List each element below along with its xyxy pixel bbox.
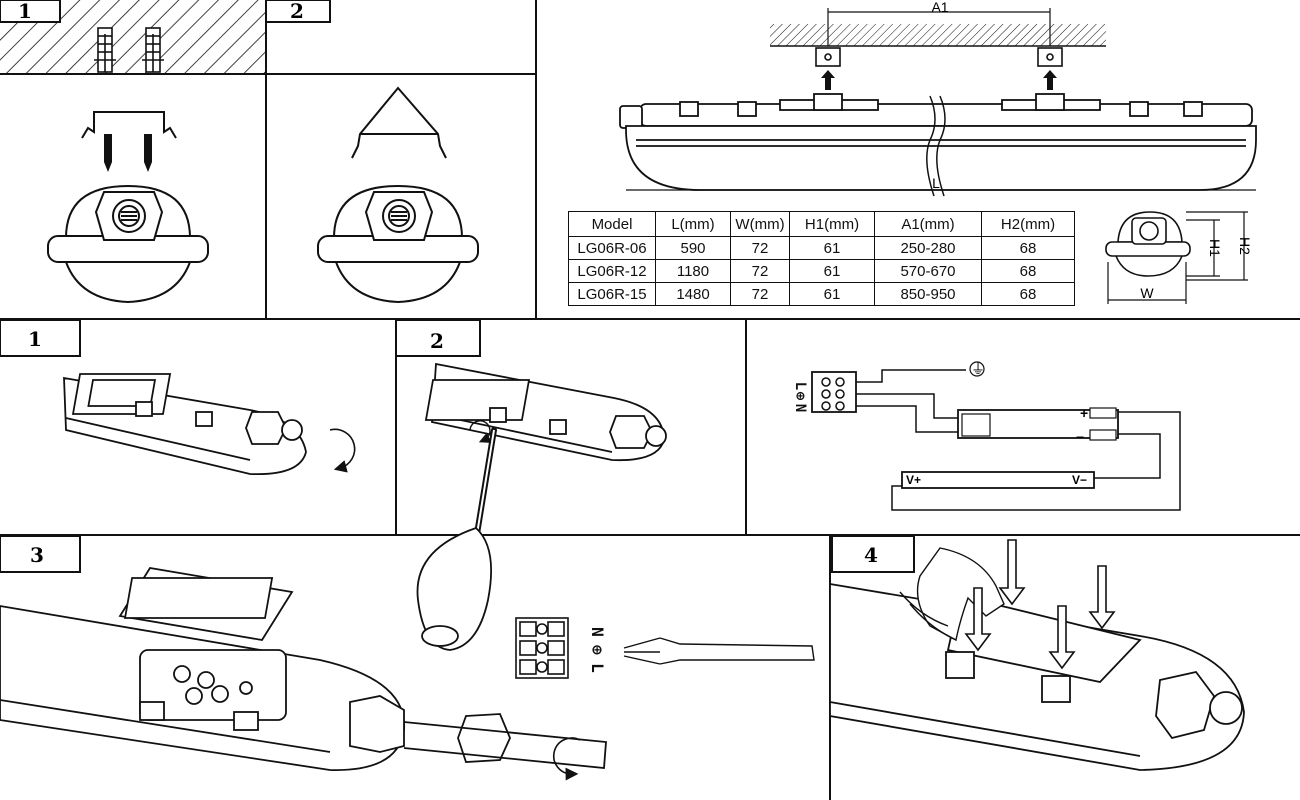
table-header: H1(mm) (789, 211, 875, 237)
panel-wire-step-3: 3 N ⊕ L (0, 535, 815, 781)
table-cell: 1180 (655, 259, 731, 283)
screw-icon (104, 134, 152, 172)
rotate-arrow-icon (329, 428, 356, 473)
terminal-label-l: L (792, 382, 808, 390)
table-cell: LG06R-06 (568, 236, 656, 260)
arrow-up-icon (821, 70, 1057, 90)
table-header: W(mm) (730, 211, 790, 237)
table-cell: 61 (789, 236, 875, 260)
step-number: 1 (18, 0, 32, 23)
ceiling (770, 24, 1106, 46)
dimension-w-label: W (1140, 285, 1154, 301)
mounting-clip (351, 86, 447, 159)
terminal-label-earth: ⊕ (588, 645, 607, 655)
table-cell: 250-280 (874, 236, 982, 260)
table-cell: LG06R-15 (568, 282, 656, 306)
dimension-drawing: A1 L (619, 0, 1257, 304)
table-cell: 72 (730, 236, 790, 260)
panel-open-step-1: 1 (0, 319, 356, 476)
wall-anchor-icon (94, 27, 116, 73)
fixture-side-view (619, 93, 1257, 191)
panel-mount-step-2: 2 (265, 0, 479, 304)
dimension-h1-label: H1 (1207, 239, 1223, 257)
fixture-end-view (1105, 211, 1191, 277)
table-row: LG06R-15 1480 72 61 850-950 68 (568, 282, 1075, 306)
dimension-table: Model L(mm) W(mm) H1(mm) A1(mm) H2(mm) L… (568, 211, 1075, 306)
fixture-open-perspective (0, 567, 511, 771)
table-header-row: Model L(mm) W(mm) H1(mm) A1(mm) H2(mm) (568, 211, 1075, 237)
terminal-label-l: L (588, 663, 607, 673)
rotate-arrow-icon (552, 737, 581, 781)
step-label-box (0, 319, 81, 357)
fixture-perspective (829, 582, 1245, 771)
lamp-end-view (47, 184, 209, 304)
panel-close-step-4: 4 (829, 535, 1245, 771)
panel-wiring-diagram: L ⊕ N ⏚ + − V+ V− (792, 361, 1181, 511)
led-board-v-plus-label: V+ (906, 473, 921, 487)
step-label-box (831, 535, 915, 573)
table-cell: 61 (789, 282, 875, 306)
terminal-block (811, 371, 857, 413)
table-cell: 68 (981, 236, 1075, 260)
table-cell: 72 (730, 282, 790, 306)
table-header: L(mm) (655, 211, 731, 237)
ceiling-clip-icon (815, 47, 1063, 67)
table-cell: LG06R-12 (568, 259, 656, 283)
step-label-box (395, 319, 481, 357)
panel-open-step-2: 2 (395, 319, 667, 651)
step-number: 2 (290, 0, 304, 23)
step-label-box (0, 535, 81, 573)
table-header: A1(mm) (874, 211, 982, 237)
rotate-arrow-icon (469, 420, 492, 443)
table-row: LG06R-06 590 72 61 250-280 68 (568, 236, 1075, 260)
arrow-down-icon (964, 539, 1116, 670)
table-header: Model (568, 211, 656, 237)
table-cell: 68 (981, 259, 1075, 283)
led-board (901, 471, 1095, 489)
lamp-end-view (317, 184, 479, 304)
dimension-a1-label: A1 (931, 0, 948, 15)
power-cable (623, 637, 815, 665)
step-number: 1 (28, 327, 42, 351)
led-board-v-minus-label: V− (1072, 473, 1087, 487)
terminal-label-n: N (588, 627, 607, 637)
panel-mount-step-1: 1 (0, 0, 266, 304)
wiring-lines (856, 369, 1181, 511)
table-cell: 1480 (655, 282, 731, 306)
fixture-perspective (63, 373, 307, 476)
screwdriver-icon (416, 427, 497, 651)
driver-minus-label: − (1076, 429, 1084, 445)
table-cell: 61 (789, 259, 875, 283)
earth-symbol-icon: ⏚ (971, 361, 985, 377)
driver-plus-label: + (1080, 405, 1088, 421)
step-number: 4 (864, 543, 878, 567)
step-number: 3 (30, 543, 44, 567)
table-header: H2(mm) (981, 211, 1075, 237)
hand-icon (899, 547, 1005, 642)
fixture-perspective (424, 362, 667, 462)
table-cell: 68 (981, 282, 1075, 306)
table-cell: 570-670 (874, 259, 982, 283)
table-row: LG06R-12 1180 72 61 570-670 68 (568, 259, 1075, 283)
wall-anchor-icon (142, 27, 164, 73)
step-label-box (0, 0, 61, 23)
table-cell: 850-950 (874, 282, 982, 306)
mounting-clip (81, 111, 177, 139)
step-label-box (265, 0, 331, 23)
step-number: 2 (430, 329, 444, 353)
terminal-label-earth: ⊕ (792, 392, 808, 401)
table-cell: 72 (730, 259, 790, 283)
terminal-label-n: N (792, 404, 808, 412)
dimension-l-label: L (932, 175, 940, 191)
dimension-h2-label: H2 (1237, 237, 1253, 255)
terminal-block (515, 617, 569, 679)
table-cell: 590 (655, 236, 731, 260)
